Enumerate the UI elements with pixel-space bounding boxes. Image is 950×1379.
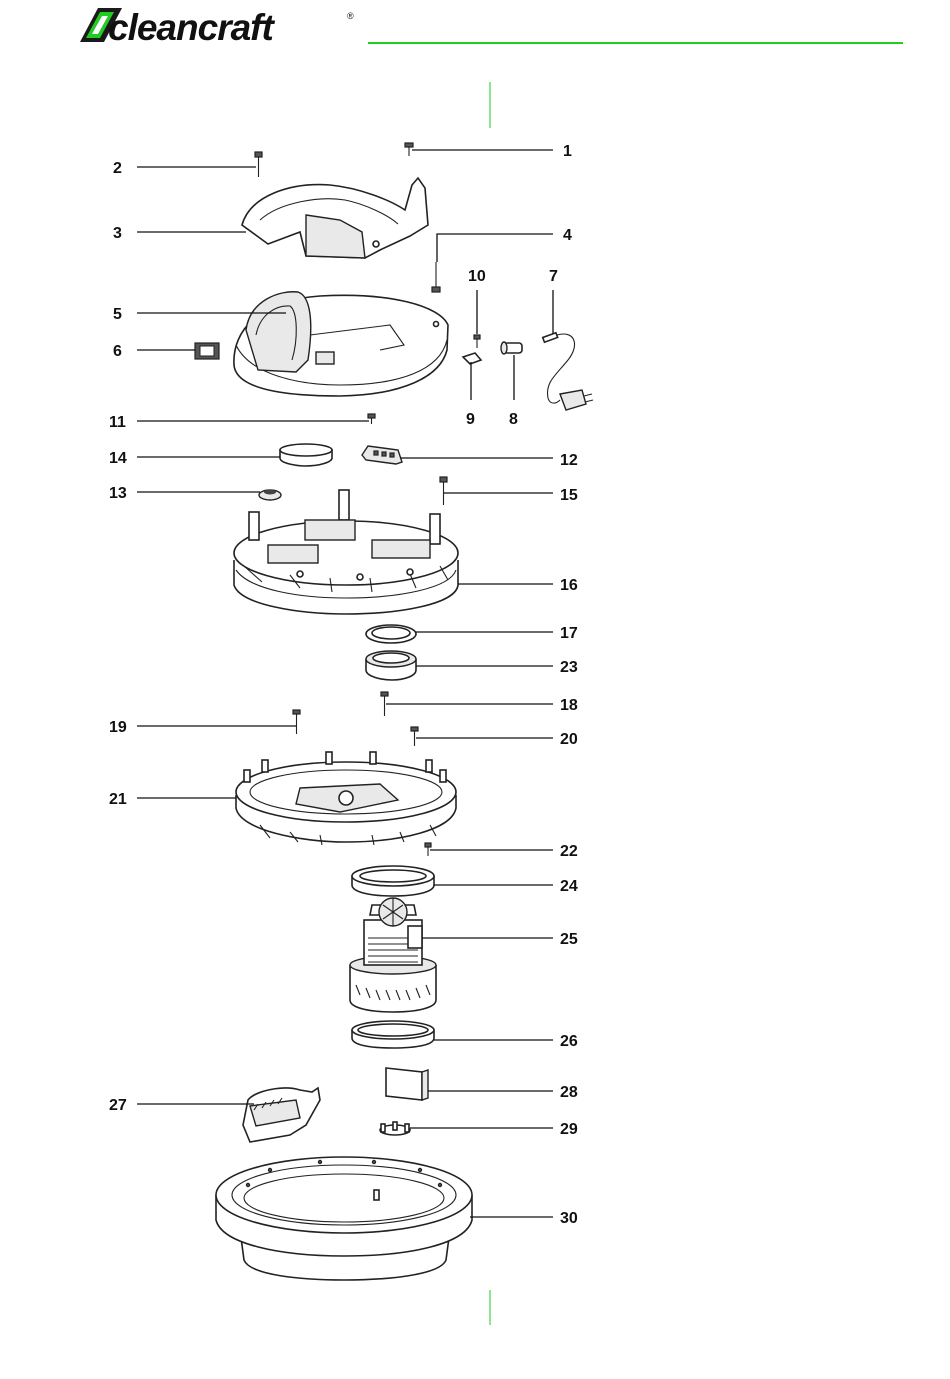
- part-6-switch: [195, 343, 219, 359]
- part-14-filter-pad: [280, 444, 332, 466]
- part-17-seal-ring: [366, 625, 416, 643]
- callout-13: 13: [109, 485, 127, 502]
- callout-25: 25: [560, 931, 578, 948]
- part-4-screw: [432, 262, 440, 292]
- callout-15: 15: [560, 487, 578, 504]
- callout-23: 23: [560, 659, 578, 676]
- callout-28: 28: [560, 1084, 578, 1101]
- callout-17: 17: [560, 625, 578, 642]
- part-2-screw: [255, 152, 262, 177]
- part-23-bearing-sleeve: [366, 651, 416, 680]
- callout-26: 26: [560, 1033, 578, 1050]
- part-19-screw: [293, 710, 300, 734]
- part-7-power-cord: [543, 333, 593, 410]
- part-1-screw: [405, 143, 413, 156]
- part-30-container-base: [216, 1157, 472, 1280]
- callout-7: 7: [549, 268, 558, 285]
- part-10-screw: [474, 335, 480, 348]
- callout-10: 10: [468, 268, 486, 285]
- part-5-top-cover: [234, 292, 448, 396]
- part-25-motor: [350, 898, 436, 1012]
- callout-18: 18: [560, 697, 578, 714]
- callout-19: 19: [109, 719, 127, 736]
- callout-20: 20: [560, 731, 578, 748]
- brand-logo: cleancraft ®: [80, 7, 354, 48]
- callout-29: 29: [560, 1121, 578, 1138]
- part-15-screw: [440, 477, 447, 505]
- callout-30: 30: [560, 1210, 578, 1227]
- part-26-ring: [352, 1021, 434, 1048]
- part-11-screw: [368, 414, 375, 424]
- callout-4: 4: [563, 227, 572, 244]
- callout-8: 8: [509, 411, 518, 428]
- callout-22: 22: [560, 843, 578, 860]
- part-16-motor-housing: [234, 490, 458, 614]
- part-21-motor-mount: [236, 752, 456, 845]
- callout-1: 1: [563, 143, 572, 160]
- registered-mark: ®: [347, 11, 354, 21]
- part-13-grommet: [259, 490, 281, 501]
- callout-12: 12: [560, 452, 578, 469]
- callout-9: 9: [466, 411, 475, 428]
- part-24-ring: [352, 866, 434, 896]
- callout-5: 5: [113, 306, 122, 323]
- callout-11: 11: [109, 414, 126, 431]
- callout-16: 16: [560, 577, 578, 594]
- part-28-filter-pad: [386, 1068, 428, 1100]
- part-12-terminal-block: [362, 446, 402, 464]
- part-20-screw: [411, 727, 418, 746]
- part-27-handle-knob: [243, 1088, 320, 1142]
- callout-27: 27: [109, 1097, 127, 1114]
- brand-name: cleancraft: [108, 7, 275, 48]
- part-8-cord-grommet: [501, 342, 522, 354]
- callout-6: 6: [113, 343, 122, 360]
- callout-24: 24: [560, 878, 578, 895]
- callout-2: 2: [113, 160, 122, 177]
- callout-21: 21: [109, 791, 127, 808]
- callout-14: 14: [109, 450, 127, 467]
- part-3-handle: [242, 178, 428, 258]
- part-9-cord-clamp: [463, 353, 481, 364]
- part-29-fitting: [380, 1122, 410, 1135]
- callout-3: 3: [113, 225, 122, 242]
